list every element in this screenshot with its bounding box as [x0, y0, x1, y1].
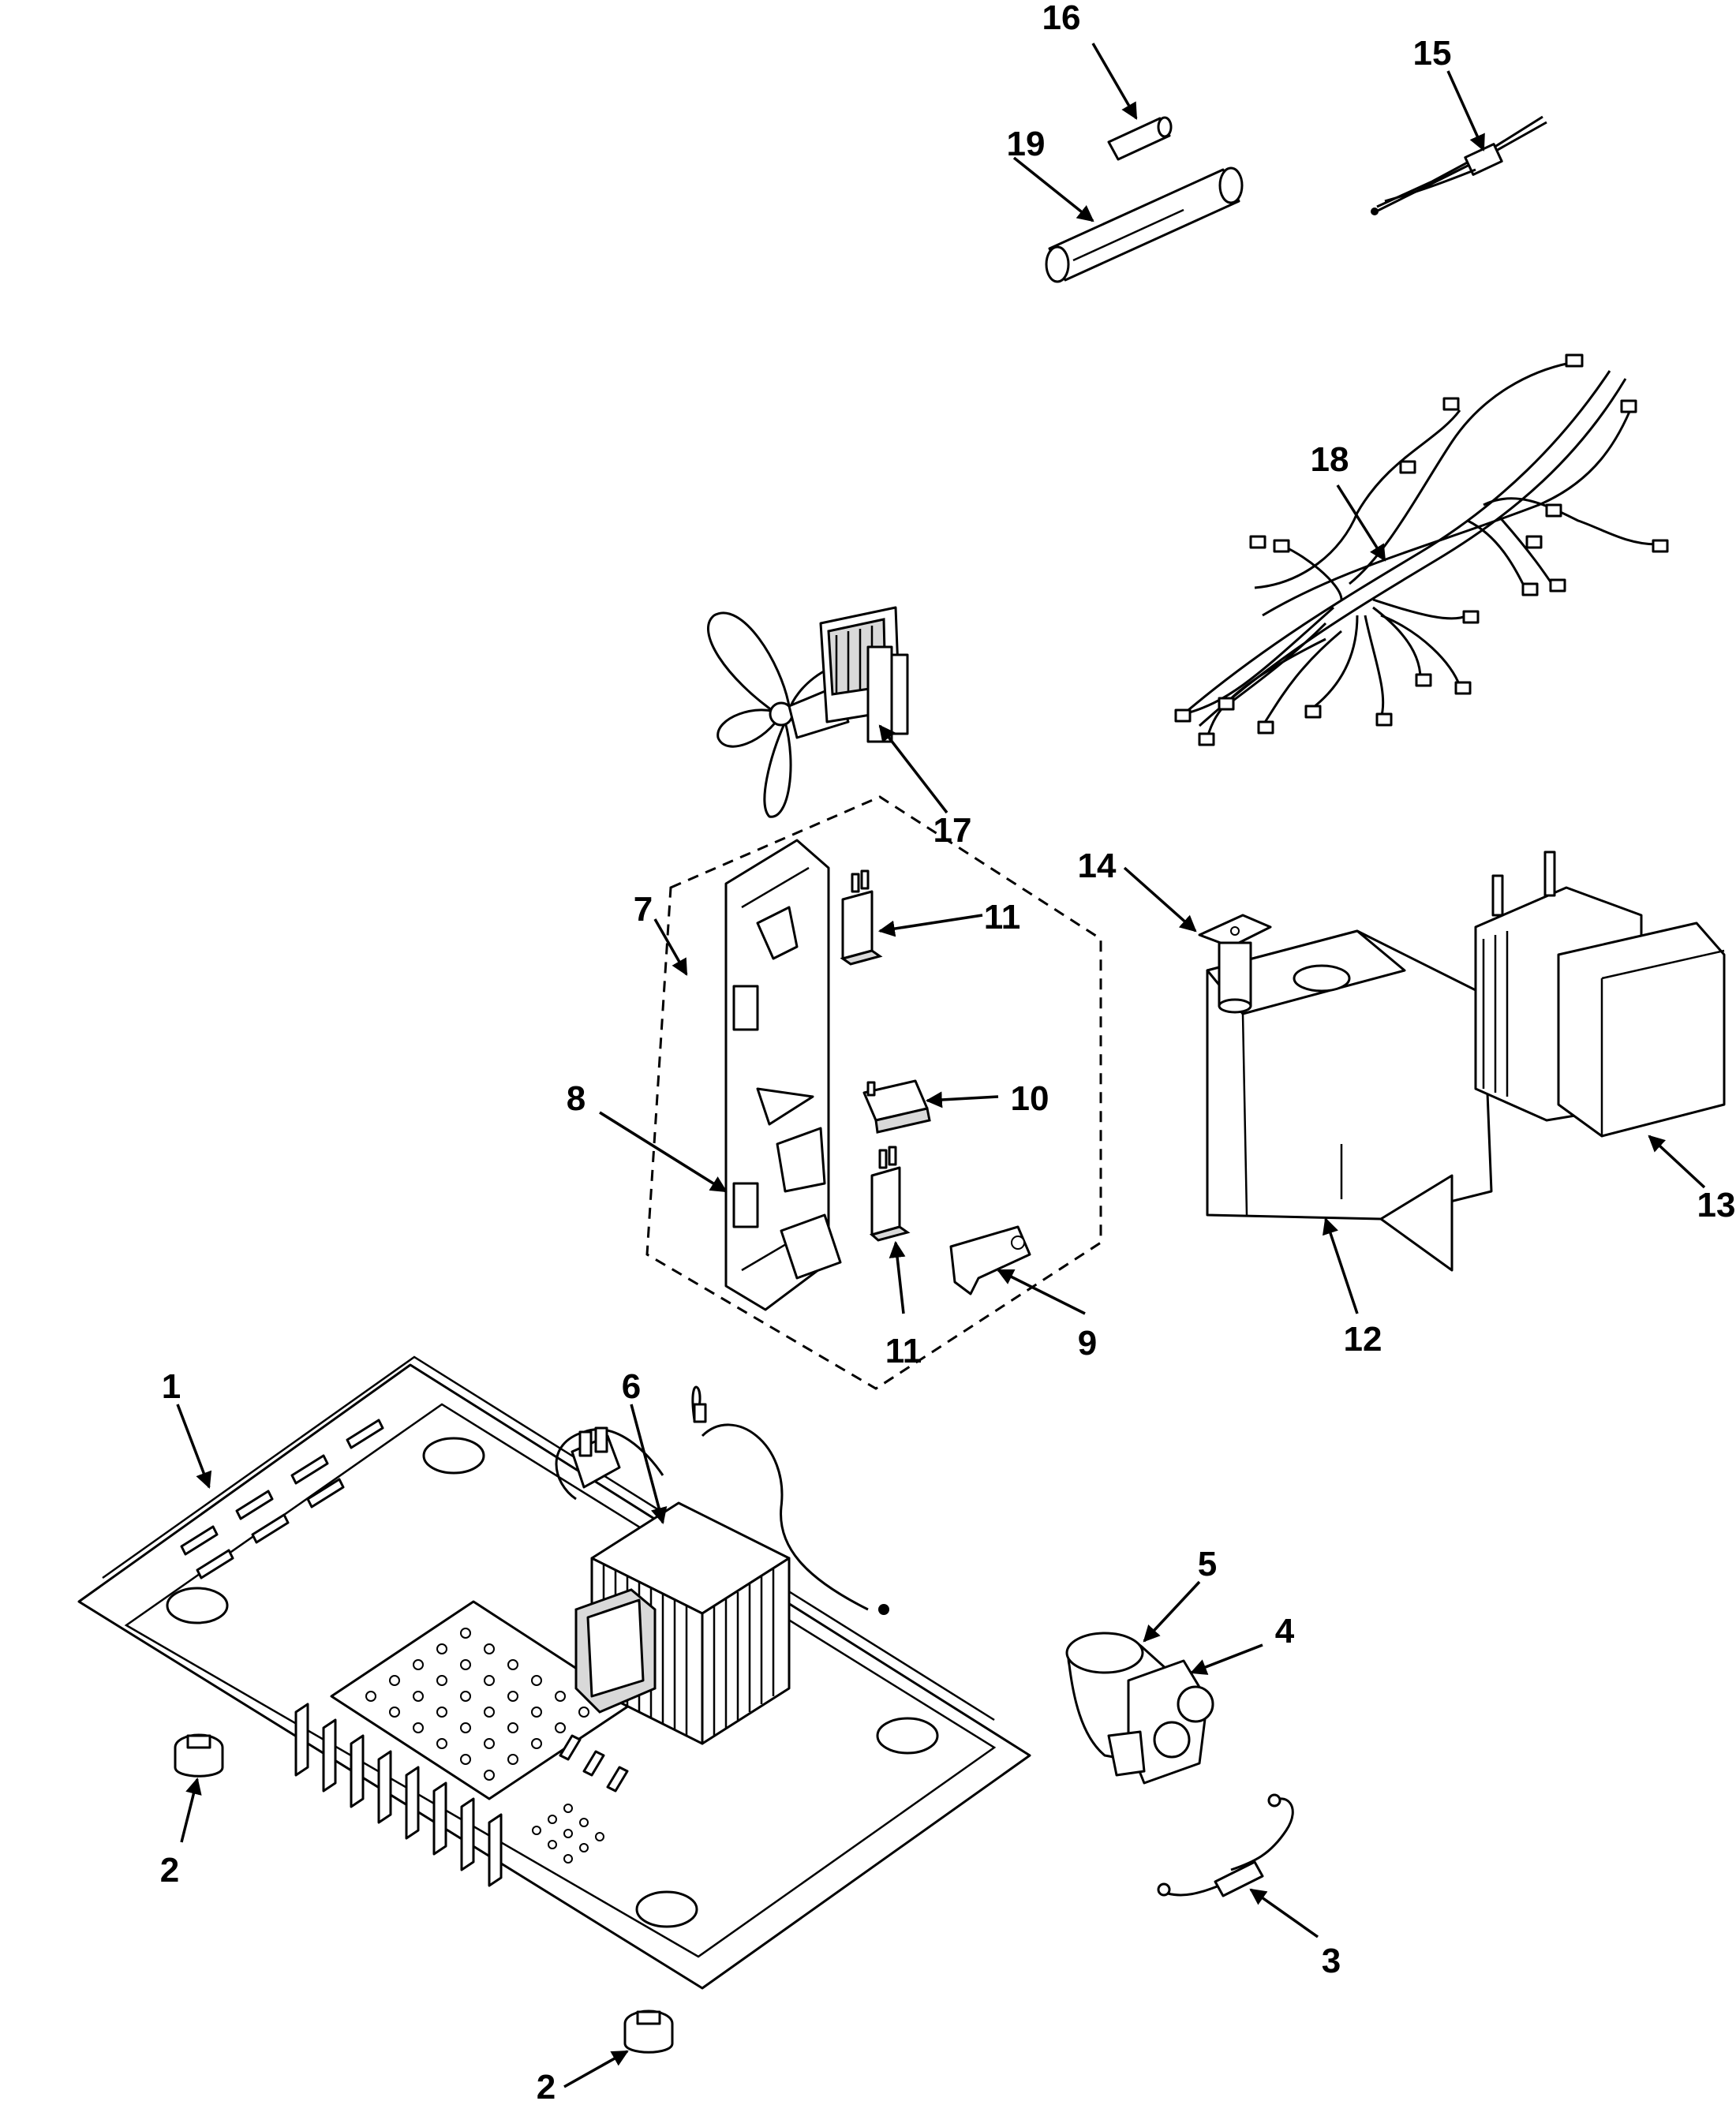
callout-9: 9	[1078, 1324, 1097, 1363]
part-7-group-outline	[645, 795, 1102, 1390]
part-18-wire-harness	[1174, 353, 1669, 746]
part-4-capacitor-bracket	[1107, 1659, 1214, 1785]
callout-5: 5	[1198, 1545, 1217, 1583]
callout-13: 13	[1697, 1186, 1736, 1224]
callout-17: 17	[933, 811, 972, 850]
part-6-transformer	[555, 1385, 889, 1745]
callout-7: 7	[634, 890, 653, 929]
part-11-microswitch-upper	[840, 869, 883, 966]
callout-12: 12	[1344, 1320, 1382, 1359]
callout-10: 10	[1011, 1079, 1049, 1118]
part-1-base-plate	[77, 1355, 1031, 1990]
part-14-thermostat	[1198, 914, 1272, 1014]
callout-6: 6	[622, 1367, 641, 1406]
callout-11-lower: 11	[885, 1332, 922, 1370]
part-17-fan-motor	[706, 606, 909, 818]
callout-2-left: 2	[160, 1851, 179, 1890]
callout-16: 16	[1042, 0, 1081, 37]
callout-4: 4	[1275, 1612, 1295, 1651]
callout-18: 18	[1311, 440, 1349, 479]
callout-1: 1	[162, 1367, 181, 1406]
part-15-fuse-wire	[1371, 115, 1547, 215]
callout-3: 3	[1322, 1942, 1341, 1980]
callout-8: 8	[567, 1079, 586, 1118]
part-16-fuse	[1107, 116, 1173, 161]
callout-15: 15	[1413, 34, 1452, 73]
callout-19: 19	[1007, 125, 1046, 163]
part-13-magnetron	[1474, 850, 1726, 1138]
part-2-foot-bottom	[623, 2009, 674, 2054]
leader-lines	[176, 43, 1706, 2088]
callout-14: 14	[1078, 847, 1117, 885]
part-8-latch-board	[724, 839, 842, 1311]
callout-11-upper: 11	[984, 898, 1021, 936]
part-2-foot-left	[174, 1733, 224, 1778]
callout-labels: 16 15 19 18 17 14 7 11 10 8 13 11 9 12 1…	[160, 0, 1736, 2101]
part-9-lever	[949, 1225, 1031, 1295]
part-19-fuse-holder	[1045, 166, 1244, 283]
part-10-microswitch	[862, 1079, 931, 1134]
part-3-hv-diode	[1157, 1793, 1294, 1897]
callout-2-bottom: 2	[537, 2068, 556, 2101]
part-11-microswitch-lower	[869, 1146, 911, 1242]
